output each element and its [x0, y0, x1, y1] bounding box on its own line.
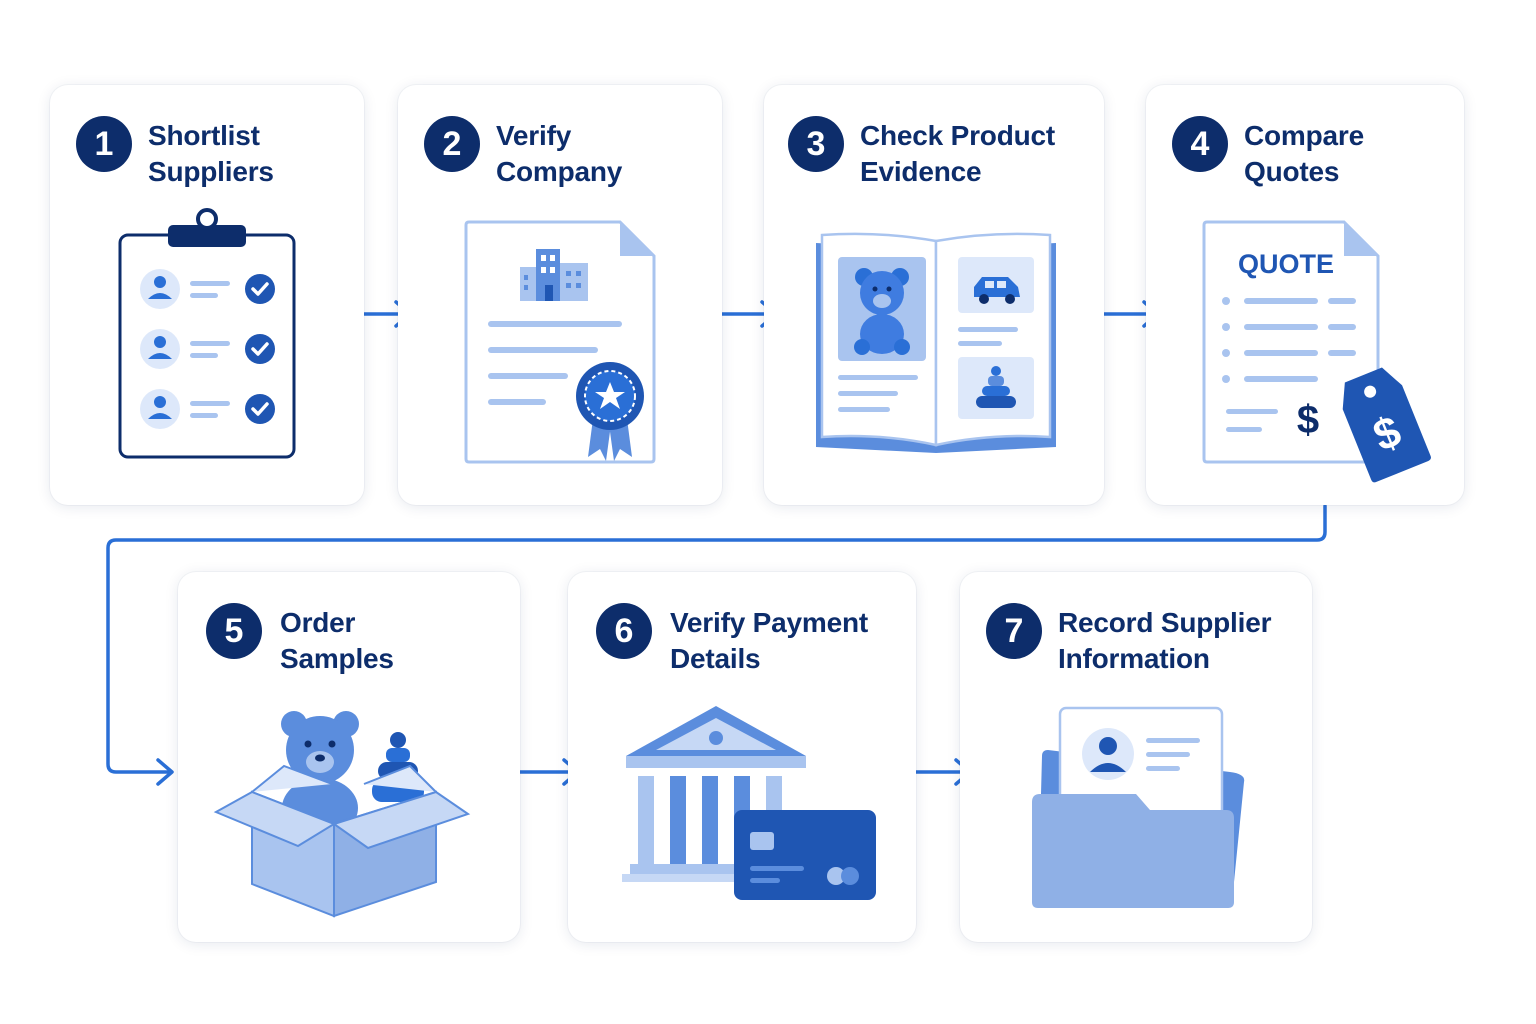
step-card-5: 5 Order Samples	[178, 572, 520, 942]
step-number-badge: 3	[788, 116, 844, 172]
step-title: Check Product Evidence	[860, 120, 1055, 187]
step-number-badge: 4	[1172, 116, 1228, 172]
step-title: Shortlist Suppliers	[148, 120, 274, 187]
step-number-badge: 6	[596, 603, 652, 659]
step-card-1: 1 Shortlist Suppliers	[50, 85, 364, 505]
award-ribbon-icon	[576, 362, 644, 461]
step-title: Verify Payment Details	[670, 607, 868, 674]
quote-document-icon: QUOTE $ $	[1202, 220, 1431, 483]
stacking-toy-icon	[372, 732, 424, 802]
step-title: Record Supplier Information	[1058, 607, 1272, 674]
step-card-2: 2 Verify Company	[398, 85, 722, 505]
step-number-badge: 5	[206, 603, 262, 659]
product-catalog-icon	[816, 232, 1056, 453]
supplier-folder-icon	[1032, 706, 1245, 908]
step-title: Verify Company	[496, 120, 623, 187]
toy-car-icon	[974, 277, 1020, 304]
sample-box-icon	[213, 711, 471, 918]
company-certificate-icon	[464, 220, 656, 464]
quote-label: QUOTE	[1238, 249, 1334, 279]
building-icon	[520, 249, 588, 301]
dollar-sign-icon: $	[1297, 398, 1319, 442]
step-number-badge: 1	[76, 116, 132, 172]
bank-card-icon	[622, 706, 876, 900]
step-number-badge: 7	[986, 603, 1042, 659]
step-card-3: 3 Check Product Evidence	[764, 85, 1104, 505]
teddy-bear-icon	[854, 268, 910, 355]
clipboard-checklist-icon	[118, 208, 296, 459]
step-number-badge: 2	[424, 116, 480, 172]
stacking-toy-icon	[976, 366, 1016, 408]
step-card-4: 4 Compare Quotes QUOTE $ $	[1146, 85, 1464, 505]
price-tag-icon: $	[1342, 367, 1431, 483]
credit-card-icon	[734, 810, 876, 900]
step-title: Compare Quotes	[1244, 120, 1364, 187]
step-card-6: 6 Verify Payment Details	[568, 572, 916, 942]
step-card-7: 7 Record Supplier Information	[960, 572, 1312, 942]
step-title: Order Samples	[280, 607, 394, 674]
